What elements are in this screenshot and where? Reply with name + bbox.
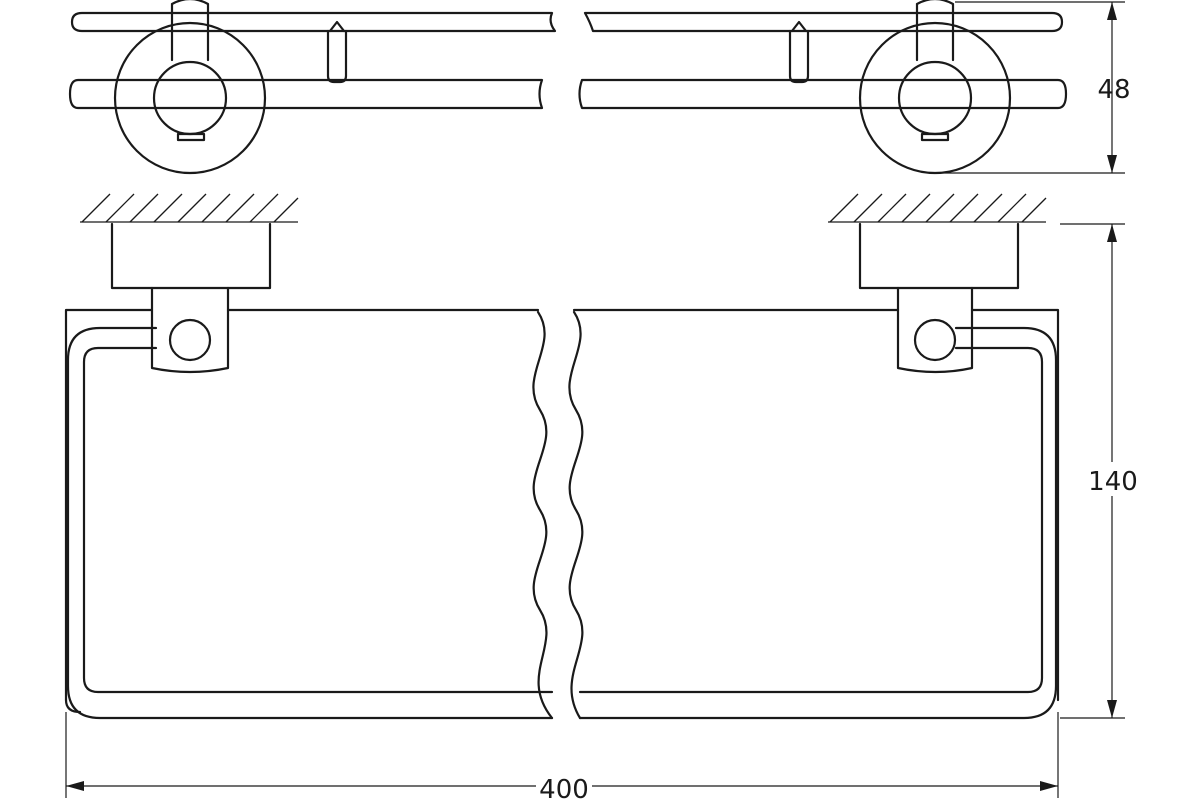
front-view-right-mount — [858, 222, 1020, 374]
top-view-glass-panel — [68, 78, 1068, 110]
front-view — [64, 222, 1060, 720]
top-view-rail-clips — [326, 20, 810, 84]
top-view-right-bracket — [858, 0, 1012, 175]
front-view-left-mount — [110, 222, 272, 374]
dimension-height: 140 — [1060, 223, 1142, 719]
height-label: 140 — [1088, 467, 1138, 497]
wall-hatching-right — [828, 193, 1047, 223]
dimension-width: 400 — [65, 712, 1059, 800]
top-view-front-rail — [70, 11, 1064, 33]
wall-hatching-left — [80, 193, 299, 223]
width-label: 400 — [539, 775, 589, 800]
front-view-panel-left — [64, 308, 554, 720]
top-view-left-bracket — [113, 0, 267, 175]
depth-label: 48 — [1097, 75, 1130, 105]
front-view-break-lines — [532, 310, 584, 720]
front-view-panel-right — [572, 308, 1060, 720]
dimension-depth: 48 — [935, 1, 1131, 174]
top-view — [68, 0, 1068, 175]
